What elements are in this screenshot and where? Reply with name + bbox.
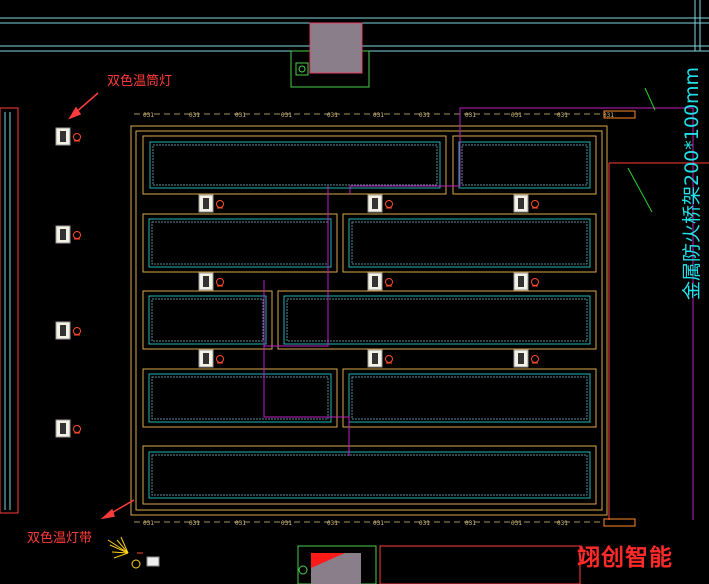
panel-5-1 (142, 445, 597, 505)
right-wall-lines (608, 87, 709, 520)
downlight-fixture-icon (367, 272, 393, 291)
dimension-tick-label: 031 (465, 112, 476, 119)
panel-3-1 (142, 290, 273, 350)
dimension-tick-label: 031 (557, 112, 568, 119)
dimension-tick-label: 031 (143, 112, 154, 119)
dimension-line-top: 031 031 031 031 031 031 031 031 031 031 031 (134, 110, 636, 119)
ceiling-frame (130, 125, 608, 516)
dimension-tick-label: 031 (373, 112, 384, 119)
panel-3-2 (277, 290, 597, 350)
panel-2-1 (142, 213, 338, 273)
dimension-tick-label: 031 (281, 112, 292, 119)
panel-2-2 (342, 213, 597, 273)
annotation-arrow-icon (68, 92, 135, 520)
downlight-fixture-icon (55, 127, 81, 146)
dimension-tick-label: 031 (557, 520, 568, 527)
panel-4-1 (142, 368, 338, 428)
downlight-fixture-icon (55, 321, 81, 340)
dimension-tick-label: 031 (511, 520, 522, 527)
dimension-line-bottom: 031 031 031 031 031 031 031 031 031 031 (134, 518, 636, 527)
downlight-fixture-icon (198, 272, 224, 291)
brand-watermark: 翊创智能 (577, 545, 673, 571)
dimension-tick-label: 031 (327, 520, 338, 527)
dimension-tick-label: 031 (327, 112, 338, 119)
dimension-tick-label: 031 (419, 112, 430, 119)
panel-4-2 (342, 368, 597, 428)
dimension-tick-label: 031 (419, 520, 430, 527)
dimension-tick-label: 031 (189, 520, 200, 527)
light-strip-annotation: 双色温灯带 (27, 531, 93, 546)
downlight-fixture-icon (198, 194, 224, 213)
downlight-fixture-icon (198, 349, 224, 368)
downlight-fixture-icon (55, 225, 81, 244)
dimension-tick-label: 031 (143, 520, 154, 527)
downlight-annotation: 双色温筒灯 (107, 74, 173, 89)
downlight-fixture-icon (513, 349, 539, 368)
downlight-fixture-icon (367, 349, 393, 368)
downlight-fixture-icon (367, 194, 393, 213)
ceiling-panels (142, 135, 597, 505)
left-wall (0, 107, 19, 514)
downlight-fixture-icon (513, 194, 539, 213)
dimension-tick-label: 031 (189, 112, 200, 119)
panel-1-1 (142, 135, 447, 195)
panel-1-2 (452, 135, 597, 195)
wiring (263, 107, 609, 456)
top-column (290, 22, 370, 88)
dimension-tick-label: 031 (603, 112, 614, 119)
dimension-tick-label: 031 (373, 520, 384, 527)
dimension-tick-label: 031 (511, 112, 522, 119)
dimension-tick-label: 031 (281, 520, 292, 527)
cable-tray-annotation: 金属防火桥架200*100mm (681, 66, 703, 300)
bottom-column (297, 545, 581, 584)
light-strip-icon (107, 536, 160, 569)
dimension-tick-label: 031 (465, 520, 476, 527)
dimension-tick-label: 031 (235, 520, 246, 527)
downlight-fixtures (55, 127, 539, 438)
dimension-tick-label: 031 (235, 112, 246, 119)
downlight-fixture-icon (55, 419, 81, 438)
downlight-fixture-icon (513, 272, 539, 291)
